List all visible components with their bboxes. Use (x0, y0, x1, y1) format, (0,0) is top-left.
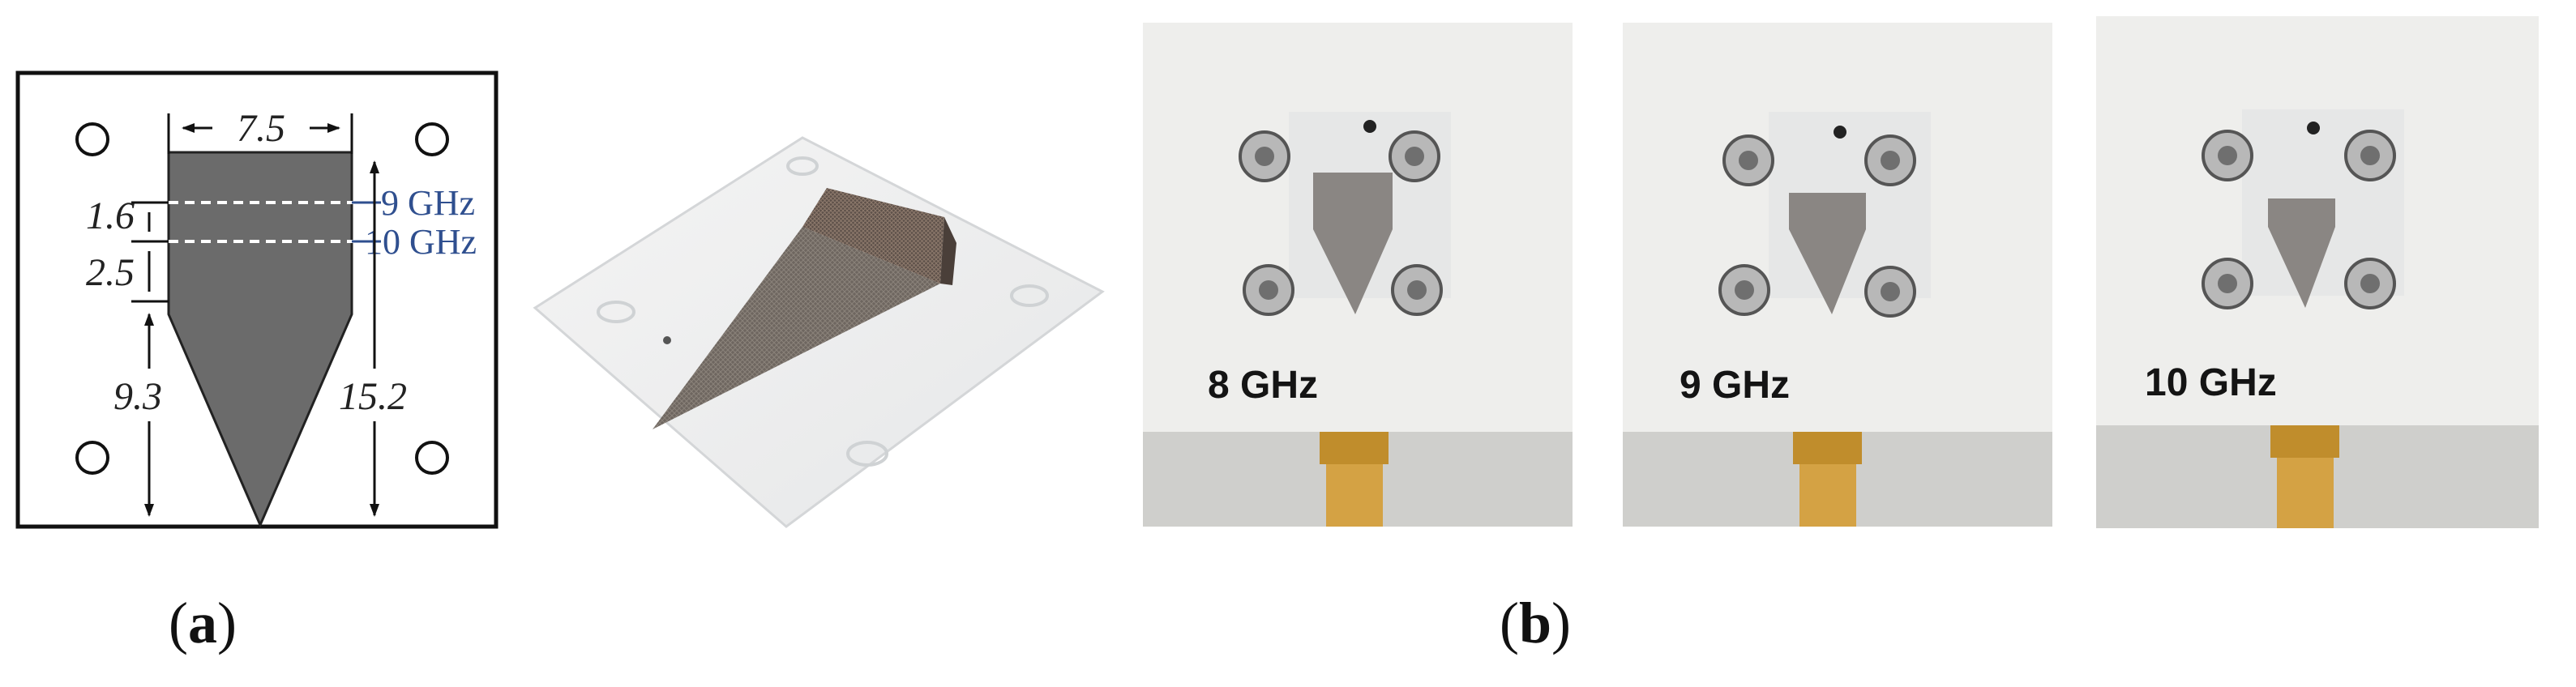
dim-15-2: 15.2 (339, 375, 407, 418)
mounting-hole-top-left (75, 122, 109, 156)
board-8ghz (1143, 23, 1573, 527)
freq-label-10ghz: 10 GHz (365, 222, 477, 262)
caption-a-letter: a (187, 591, 217, 655)
antenna-patch (167, 151, 353, 528)
mesh-antenna (653, 227, 940, 429)
photo-10ghz: 10 GHz (2096, 16, 2539, 528)
dim-1-6: 1.6 (86, 194, 135, 237)
mounting-hole-top-right (415, 122, 449, 156)
board-9ghz (1623, 23, 2052, 527)
dim-width-top: 7.5 (237, 107, 285, 150)
label-10ghz: 10 GHz (2145, 361, 2277, 404)
photo-9ghz: 9 GHz (1623, 23, 2052, 527)
caption-b: (b) (1500, 591, 1572, 655)
photo-8ghz: 8 GHz (1143, 23, 1573, 527)
dim-2-5: 2.5 (86, 251, 135, 294)
patch-10ghz (2268, 198, 2335, 308)
patch-8ghz (1313, 173, 1393, 314)
caption-b-letter: b (1518, 591, 1552, 655)
caption-a: (a) (169, 591, 237, 655)
board-10ghz (2096, 16, 2539, 528)
label-8ghz: 8 GHz (1208, 364, 1319, 407)
label-9ghz: 9 GHz (1680, 364, 1791, 407)
antenna-schematic: 7.5 9 GHz 10 GHz 1.6 2.5 9.3 15.2 (15, 70, 499, 529)
dim-9-3: 9.3 (113, 375, 162, 418)
fabricated-antenna-photo (519, 97, 1135, 551)
mounting-hole-bottom-right (415, 441, 449, 475)
freq-label-9ghz: 9 GHz (381, 183, 475, 223)
mounting-hole-bottom-left (75, 441, 109, 475)
patch-9ghz (1789, 193, 1866, 314)
